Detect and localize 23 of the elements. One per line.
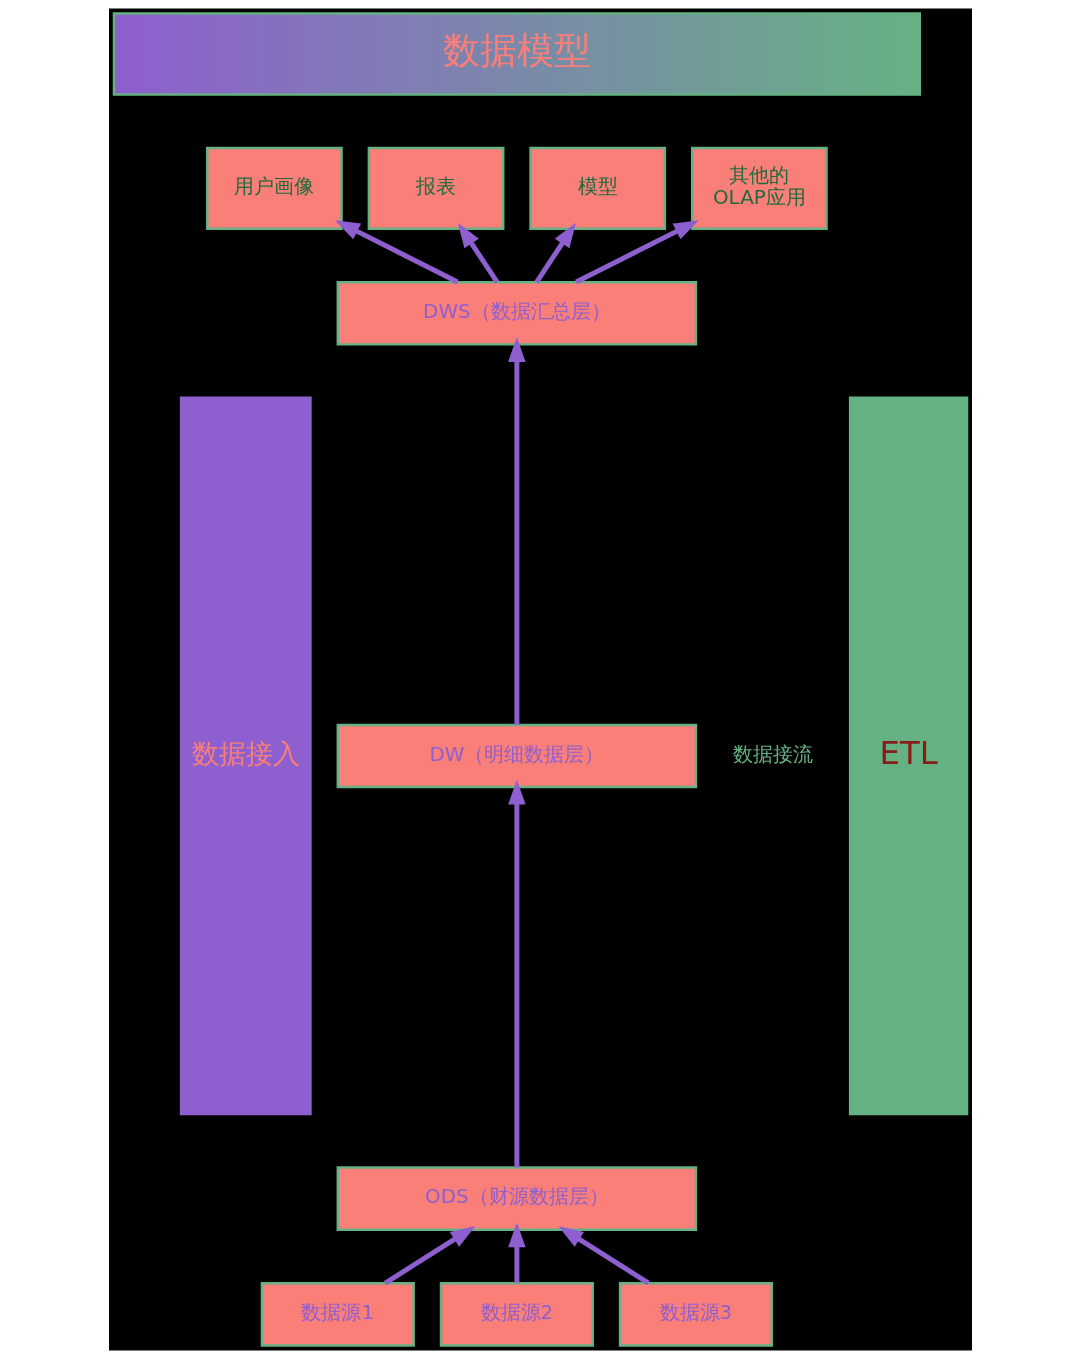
node-box: DW（明细数据层） — [336, 723, 697, 789]
node-box: 数据接入 — [179, 396, 312, 1116]
arrow — [507, 336, 526, 725]
node-box: 数据源1 — [260, 1282, 415, 1347]
arrow — [557, 1226, 650, 1286]
arrow — [534, 222, 576, 284]
node-box: DWS（数据汇总层） — [336, 280, 697, 346]
label: 数据接流 — [732, 742, 813, 766]
node-box: 数据模型 — [112, 12, 921, 96]
node-box: 其他的 OLAP应用 — [690, 146, 828, 230]
node-box: 模型 — [528, 146, 666, 230]
arrow — [383, 1226, 475, 1286]
node-box: ETL — [848, 396, 968, 1116]
arrow — [334, 220, 459, 285]
node-box: ODS（财源数据层） — [336, 1166, 697, 1231]
arrow — [507, 779, 526, 1168]
node-box: 数据源2 — [439, 1282, 594, 1347]
node-box: 报表 — [367, 146, 504, 230]
arrow — [574, 220, 699, 285]
arrow — [457, 222, 499, 284]
node-box: 用户画像 — [205, 146, 343, 230]
arrow — [507, 1222, 526, 1283]
node-box: 数据源3 — [618, 1282, 773, 1347]
